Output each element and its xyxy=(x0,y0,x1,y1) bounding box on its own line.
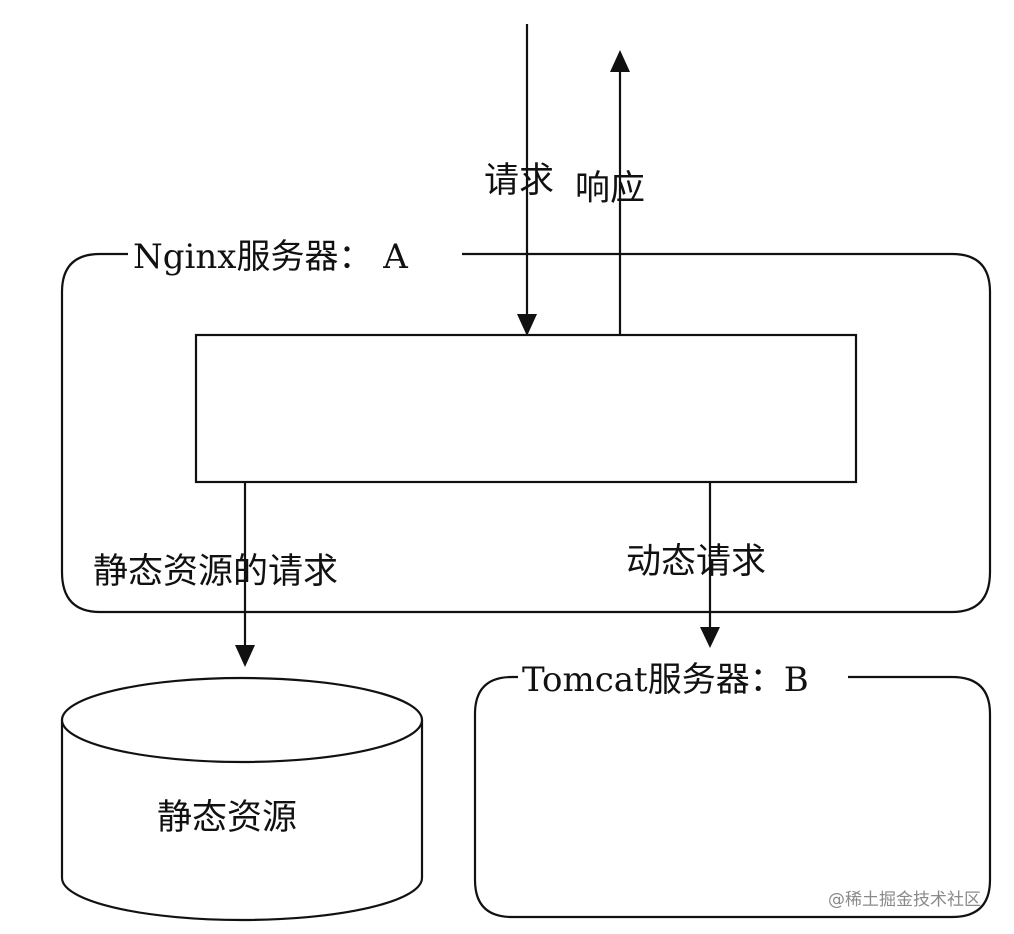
request-label: 请求 xyxy=(484,161,554,201)
nginx-inner-box xyxy=(194,333,858,484)
watermark-text: @稀土掘金技术社区 xyxy=(828,890,981,910)
tomcat-server-container xyxy=(473,675,992,919)
nginx-server-container xyxy=(60,252,992,614)
static-request-arrowhead xyxy=(235,645,255,667)
dynamic-request-arrowhead xyxy=(700,627,720,648)
response-arrowhead xyxy=(610,50,630,72)
static-resources-label: 静态资源 xyxy=(157,798,297,838)
request-arrowhead xyxy=(517,314,537,336)
nginx-server-label: Nginx服务器： A xyxy=(133,237,408,277)
static-request-label: 静态资源的请求 xyxy=(93,552,338,592)
static-resources-cylinder xyxy=(60,676,424,922)
tomcat-server-label: Tomcat服务器：B xyxy=(522,660,809,700)
dynamic-request-label: 动态请求 xyxy=(626,542,766,582)
response-label: 响应 xyxy=(575,169,645,209)
